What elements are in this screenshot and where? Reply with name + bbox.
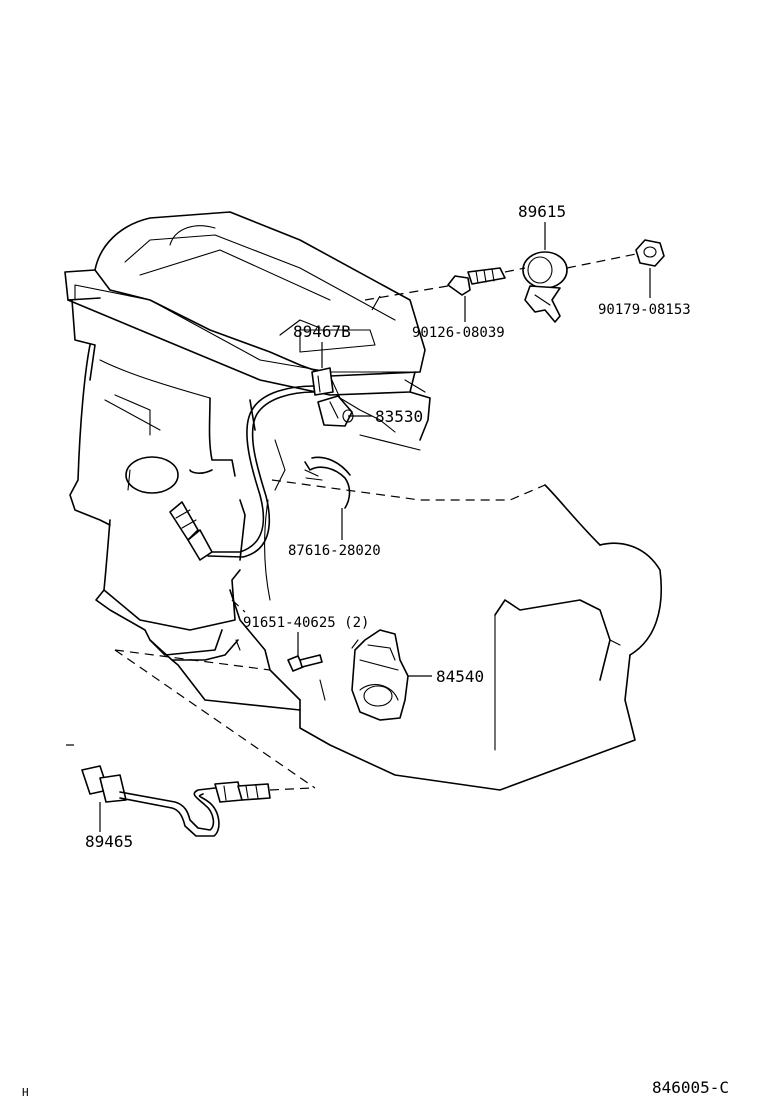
oil-pressure-switch-83530 <box>317 395 354 427</box>
label-83530: 83530 <box>375 407 423 426</box>
label-89465: 89465 <box>85 832 133 851</box>
bolt-91651 <box>287 654 323 672</box>
label-90179-08153: 90179-08153 <box>598 302 691 318</box>
bracket-87616 <box>304 456 351 509</box>
neutral-switch-84540 <box>351 629 409 721</box>
corner-mark: H <box>22 1086 29 1099</box>
label-91651-40625: 91651-40625 (2) <box>243 615 369 631</box>
stud-bolt-90126 <box>447 267 506 296</box>
oxygen-sensor-89465 <box>81 765 271 837</box>
nut-90179 <box>635 239 665 267</box>
label-89467b: 89467B <box>293 322 351 341</box>
oxygen-sensor-89467b <box>169 367 334 561</box>
knock-sensor-89615 <box>522 251 568 323</box>
leader-lines <box>99 222 651 832</box>
label-89615: 89615 <box>518 202 566 221</box>
label-84540: 84540 <box>436 667 484 686</box>
label-90126-08039: 90126-08039 <box>412 325 505 341</box>
part-labels: 89615 90179-08153 90126-08039 89467B 835… <box>22 202 729 1099</box>
engine-assembly <box>64 211 663 791</box>
figure-code: 846005-C <box>652 1078 729 1097</box>
label-87616-28020: 87616-28020 <box>288 543 381 559</box>
assembly-lines <box>66 253 637 791</box>
